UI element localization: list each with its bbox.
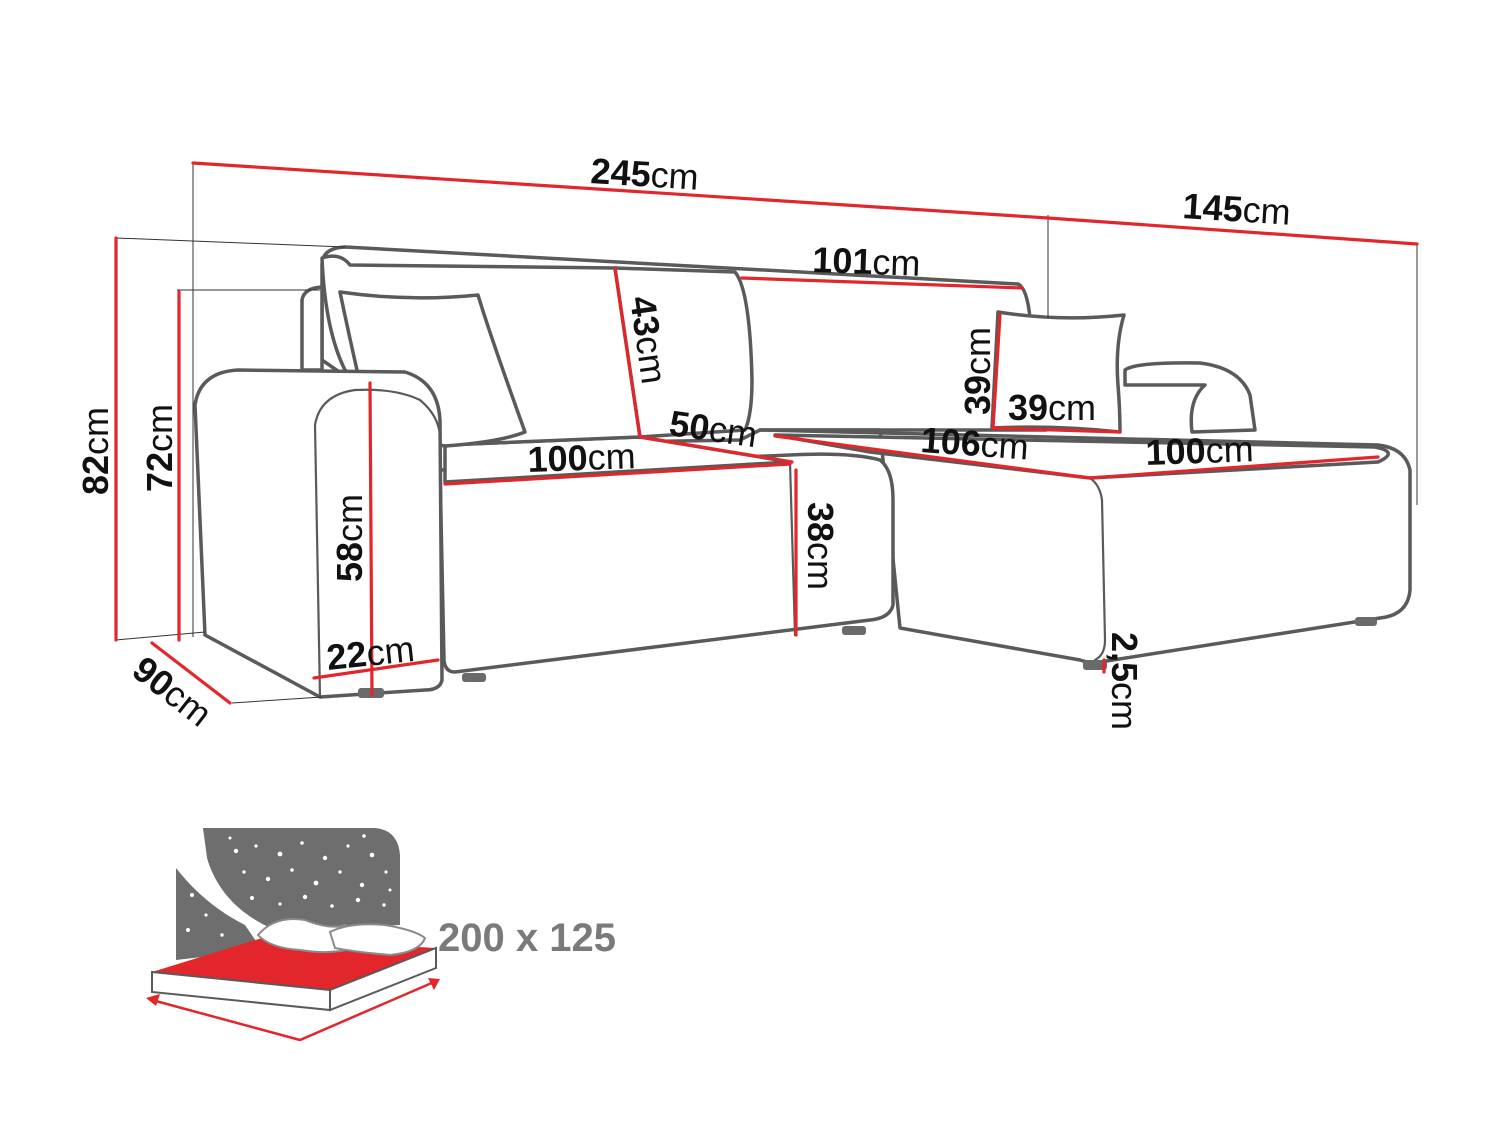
dim-line-back-cushion-height	[613, 266, 642, 439]
label-chaise-inner-length: 106cm	[919, 419, 1030, 467]
label-armrest-width: 22cm	[325, 628, 417, 678]
sleeping-function-icon	[146, 828, 440, 1042]
left-armrest	[193, 368, 444, 699]
label-pillow-height: 39cm	[957, 327, 998, 415]
extension-lines	[115, 163, 1418, 704]
armrest-front-edge	[313, 423, 322, 699]
dim-line-seat-depth	[638, 435, 794, 464]
pillow-icon	[328, 923, 427, 957]
armrest-front-panel	[313, 388, 442, 437]
label-back-cushion-height: 43cm	[622, 293, 675, 386]
night-sky	[203, 828, 400, 930]
seat-seam	[788, 460, 797, 637]
dimension-labels: 245cm 145cm 101cm 82cm 72cm 90cm 58cm 22…	[75, 150, 1292, 734]
dim-line-pillow-height	[991, 313, 1002, 430]
night-sky-lower	[176, 868, 262, 960]
label-seat-length: 100cm	[527, 435, 636, 480]
leg	[462, 673, 486, 682]
label-chaise-width: 145cm	[1181, 185, 1291, 233]
size-arrow	[151, 980, 435, 1042]
dim-line-backrest-length	[740, 276, 1024, 290]
label-seat-height: 38cm	[800, 502, 841, 590]
leg	[842, 626, 866, 635]
left-back-post	[300, 285, 324, 372]
dim-line-armrest-height	[368, 381, 374, 697]
dim-line-depth	[150, 641, 232, 705]
sofa-drawing	[193, 245, 1412, 699]
label-armrest-height: 58cm	[329, 494, 370, 582]
label-depth: 90cm	[125, 648, 220, 735]
label-pillow-width: 39cm	[1008, 387, 1096, 428]
back-cushion-right	[613, 266, 754, 439]
main-seat-base	[438, 452, 895, 674]
dim-line-chaise-seat-length	[1088, 455, 1380, 480]
mattress-side-right	[329, 946, 437, 1012]
dimension-lines	[114, 161, 1419, 705]
chaise-armrest	[1123, 361, 1257, 434]
dim-line-seat-length	[443, 462, 792, 486]
dim-line-pillow-width	[991, 426, 1122, 434]
label-backrest-height: 72cm	[139, 404, 180, 492]
dim-line-total-length	[191, 161, 1050, 220]
leg	[1355, 617, 1377, 626]
label-leg-height: 2,5cm	[1104, 632, 1145, 730]
stars	[186, 834, 392, 937]
label-chaise-seat-length: 100cm	[1145, 428, 1254, 473]
label-total-length: 245cm	[589, 150, 699, 198]
label-backrest-length: 101cm	[812, 239, 921, 284]
chaise-front-edge	[1088, 476, 1107, 662]
dim-line-armrest-width	[312, 658, 440, 680]
label-total-height: 82cm	[75, 407, 116, 495]
leg	[1083, 660, 1107, 670]
dim-line-chaise-width	[1046, 216, 1419, 246]
sleeping-area-size: 200 x 125	[438, 916, 616, 960]
dim-line-chaise-inner-length	[773, 434, 1092, 480]
label-seat-depth: 50cm	[667, 402, 760, 455]
